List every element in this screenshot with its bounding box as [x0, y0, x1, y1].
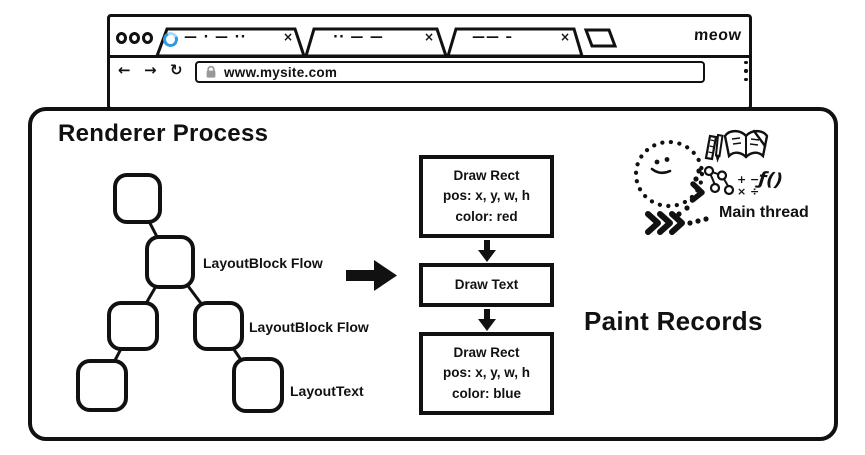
- browser-window: — · — ·· × ·· — — × —— – × meow ← → ↻ ww…: [107, 14, 752, 110]
- main-thread-label: Main thread: [719, 204, 809, 221]
- tab-2[interactable]: [304, 27, 448, 56]
- reload-button[interactable]: ↻: [170, 61, 183, 79]
- layout-node-text: [232, 357, 284, 413]
- paint-record-3: Draw Rect pos: x, y, w, h color: blue: [419, 332, 554, 415]
- svg-text:+ −: + −: [737, 173, 759, 186]
- tree-label-layouttext: LayoutText: [290, 383, 364, 399]
- window-control-dot[interactable]: [116, 32, 127, 44]
- paint-record-2: Draw Text: [419, 263, 554, 307]
- down-arrow-icon: [478, 240, 496, 262]
- function-icon: ƒ(): [754, 168, 783, 192]
- renderer-process-title: Renderer Process: [58, 120, 269, 147]
- layout-node-root: [113, 173, 162, 224]
- down-arrow-icon: [478, 309, 496, 331]
- tree-nodes: [76, 173, 284, 413]
- layout-node-leaf-left: [76, 359, 128, 412]
- svg-text:× ÷: × ÷: [737, 185, 759, 198]
- tab-1[interactable]: [155, 27, 306, 56]
- tree-label-layoutblock-2: LayoutBlock Flow: [249, 319, 369, 335]
- tab-3-close-button[interactable]: ×: [560, 30, 571, 44]
- paint-record-line: Draw Text: [454, 276, 519, 292]
- dotted-trail: [676, 168, 709, 226]
- pencil-ruler-icon: [704, 133, 724, 163]
- tab-1-close-button[interactable]: ×: [283, 30, 294, 44]
- address-bar: ← → ↻ www.mysite.com: [110, 58, 749, 86]
- layout-tree: [76, 173, 284, 413]
- url-text: www.mysite.com: [224, 65, 338, 80]
- lock-icon: [206, 65, 216, 78]
- chevron-arrows-icon: [645, 181, 705, 235]
- paint-record-line: color: blue: [451, 385, 521, 401]
- window-control-dot[interactable]: [142, 32, 153, 44]
- paint-record-line: color: red: [455, 208, 518, 224]
- dom-tree-icon: [703, 165, 735, 196]
- menu-dots-button[interactable]: [741, 61, 751, 81]
- window-control-dot[interactable]: [129, 32, 140, 44]
- tabs-strip: [155, 27, 618, 56]
- url-field[interactable]: www.mysite.com: [195, 61, 705, 83]
- paint-record-line: Draw Rect: [453, 345, 520, 361]
- main-thread-doodle: + − × ÷ ƒ(): [633, 129, 784, 235]
- math-icon: + − × ÷: [737, 173, 759, 198]
- layout-node-child-left: [107, 301, 159, 351]
- flow-arrow-icon: [346, 260, 397, 291]
- tab-1-title-placeholder: — · — ··: [184, 30, 247, 45]
- back-button[interactable]: ←: [118, 61, 131, 79]
- tree-edges: [100, 197, 260, 386]
- tree-label-layoutblock-1: LayoutBlock Flow: [203, 255, 323, 271]
- paint-records-title: Paint Records: [584, 306, 763, 336]
- smiley-face-icon: [633, 139, 705, 209]
- paint-record-line: pos: x, y, w, h: [442, 188, 530, 204]
- forward-button[interactable]: →: [144, 61, 157, 79]
- paint-record-line: Draw Rect: [453, 168, 520, 184]
- layout-node-block-2: [193, 301, 244, 351]
- tab-3[interactable]: [446, 27, 584, 56]
- paint-record-line: pos: x, y, w, h: [442, 365, 530, 381]
- tab-2-close-button[interactable]: ×: [424, 30, 435, 44]
- book-icon: [723, 129, 769, 159]
- tab-2-title-placeholder: ·· — —: [333, 30, 384, 45]
- tab-bar: — · — ·· × ·· — — × —— – × meow: [110, 17, 749, 58]
- tab-3-title-placeholder: —— –: [472, 30, 514, 45]
- layout-node-block-1: [145, 235, 195, 289]
- meow-logo: meow: [693, 27, 742, 44]
- new-tab-button[interactable]: [583, 28, 618, 48]
- paint-record-1: Draw Rect pos: x, y, w, h color: red: [419, 155, 554, 238]
